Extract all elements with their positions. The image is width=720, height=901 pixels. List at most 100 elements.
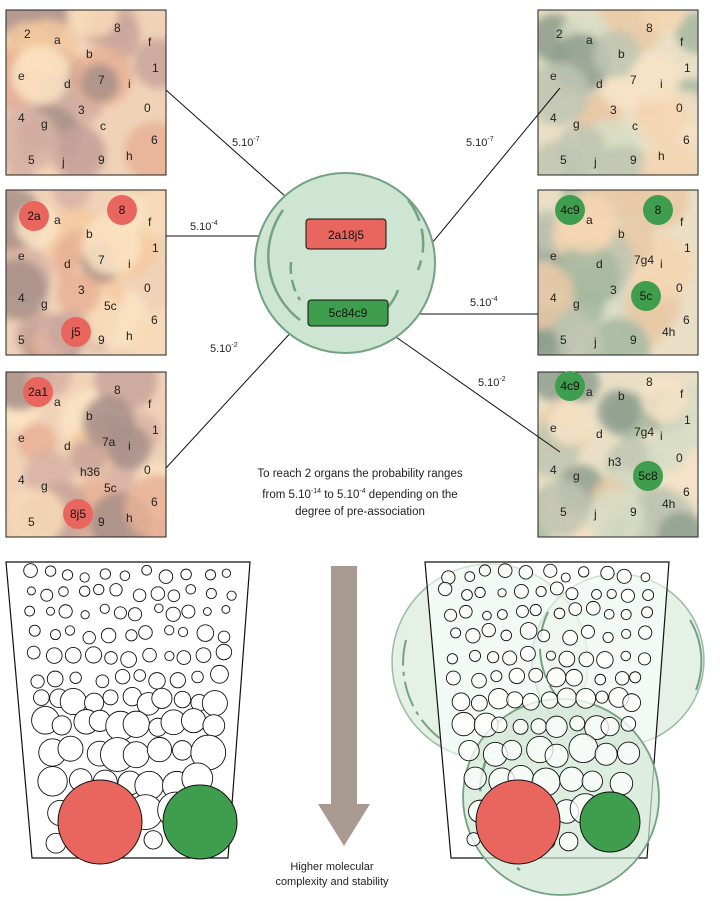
box-label-L1-6: e (18, 69, 25, 83)
molecule-bubble (471, 672, 487, 689)
box-label-R3-1: b (618, 389, 625, 403)
box-label-L3-13: 5c (104, 481, 117, 495)
box-label-L2-0: a (54, 213, 61, 227)
molecule-bubble (181, 708, 207, 734)
box-label-L1-4: f (148, 35, 152, 49)
molecule-bubble (30, 674, 45, 689)
molecule-bubble (445, 670, 461, 686)
box-label-R3-15: j (593, 507, 597, 521)
molecule-bubble (537, 629, 551, 643)
box-label-L2-10: 4 (18, 291, 25, 305)
molecule-bubble (513, 583, 529, 599)
box-label-L1-5: 1 (152, 61, 159, 75)
box-label-L3-1: b (86, 409, 93, 423)
molecule-bubble (463, 766, 487, 790)
molecule-bubble (64, 625, 76, 636)
molecule-bubble (508, 667, 525, 685)
molecule-bubble (109, 583, 123, 597)
box-label-L3-6: d (64, 439, 71, 453)
box-label-R2-15: 9 (630, 333, 637, 347)
box-label-L1-16: 5 (28, 153, 35, 167)
molecule-bubble (69, 671, 82, 684)
molecule-bubble (638, 625, 653, 640)
molecule-bubble (535, 585, 547, 598)
molecule-bubble (100, 627, 117, 644)
box-label-L3-12: g (41, 479, 48, 493)
molecule-bubble (113, 606, 127, 620)
highlight-label-R2-1: 8 (655, 203, 662, 217)
box-label-L1-0: 2 (24, 27, 31, 41)
box-label-R3-2: 8 (646, 375, 653, 389)
molecule-bubble (104, 651, 118, 665)
molecule-bubble (606, 588, 617, 600)
molecule-bubble (530, 718, 547, 735)
highlight-circle-L3-0 (23, 377, 53, 407)
highlight-label-R2-0: 4c9 (560, 203, 580, 217)
box-label-L1-11: 0 (144, 101, 151, 115)
molecule-bubble (164, 625, 175, 636)
box-label-R3-17: 4h (662, 497, 675, 511)
molecule-bubble (616, 568, 632, 584)
box-label-R2-16: 4h (662, 325, 675, 339)
probability-labels: 5.10-7 5.10-4 5.10-2 5.10-7 5.10-4 5.10-… (190, 136, 506, 389)
beaker-left-red-organ (57, 779, 143, 865)
molecule-bubble (195, 647, 212, 663)
molecule-bubble (80, 610, 90, 620)
molecule-bubble (93, 583, 105, 596)
molecule-bubble (482, 610, 492, 621)
beaker-right-red-organ (475, 779, 561, 865)
molecule-bubble (545, 715, 568, 738)
box-label-L2-14: 5 (18, 333, 25, 347)
box-label-L1-2: b (86, 47, 93, 61)
highlight-label-L2-0: 2a (27, 209, 41, 223)
molecule-bubble (210, 664, 229, 684)
box-label-L1-14: c (100, 119, 106, 133)
box-label-R3-6: d (596, 427, 603, 441)
box-label-R3-8: i (660, 429, 663, 443)
caption-line-2: from 5.10-14 to 5.10-4 depending on the (262, 488, 458, 501)
beaker-right-green-organ (579, 791, 641, 853)
box-label-R3-11: 4 (550, 463, 557, 477)
molecule-bubble (99, 603, 110, 614)
molecule-bubble (578, 566, 590, 578)
molecule-bubble (528, 667, 544, 683)
box-label-R2-5: d (596, 257, 603, 271)
box-label-R2-9: 0 (676, 281, 683, 295)
highlight-label-R3-0: 4c9 (560, 379, 580, 393)
molecule-bubble (622, 693, 641, 712)
molecule-bubble (58, 586, 69, 597)
box-label-L1-3: 8 (114, 21, 121, 35)
molecule-bubble (119, 570, 131, 582)
molecule-bubble (497, 609, 508, 620)
molecule-bubble (545, 650, 557, 661)
molecule-bubble (560, 572, 571, 583)
molecule-bubble (540, 691, 559, 709)
molecule-bubble (221, 605, 231, 614)
molecule-bubble (594, 673, 607, 686)
box-label-R1-10: 3 (610, 103, 617, 117)
molecule-bubble (596, 651, 614, 669)
molecule-bubble (575, 687, 597, 709)
down-arrow (318, 566, 370, 846)
molecule-bubble (191, 670, 204, 684)
molecule-bubble (172, 740, 193, 761)
box-label-L2-16: h (126, 329, 133, 343)
box-label-R1-17: j (593, 155, 597, 169)
center-red-label: 2a18j5 (328, 228, 364, 242)
box-label-L2-15: 9 (98, 333, 105, 347)
molecule-bubble (600, 717, 620, 737)
molecule-bubble (585, 600, 601, 616)
molecule-bubble (465, 628, 481, 644)
molecule-bubble (122, 710, 150, 738)
box-label-R3-13: 6 (683, 485, 690, 499)
box-label-R1-9: i (660, 77, 663, 91)
complexity-caption-line-1: Higher molecular (290, 861, 374, 873)
highlight-label-L2-1: 8 (119, 203, 126, 217)
molecule-bubble (620, 716, 637, 732)
box-label-L2-6: 7 (98, 253, 105, 267)
molecule-bubble (23, 563, 38, 578)
molecule-bubble (165, 606, 181, 622)
molecule-bubble (114, 669, 131, 685)
center-green-label: 5c84c9 (329, 306, 368, 320)
box-label-R1-6: e (550, 69, 557, 83)
